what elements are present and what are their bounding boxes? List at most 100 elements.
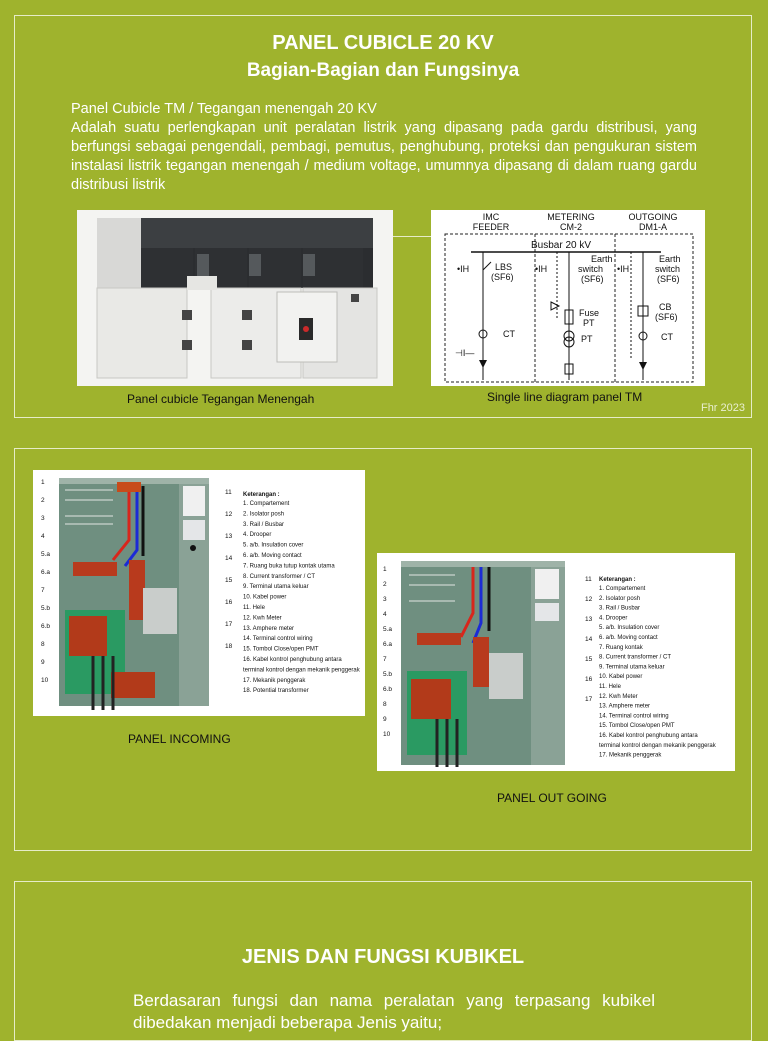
out-legend-item: 12. Kwh Meter xyxy=(599,694,638,700)
inc-right-callout: 15 xyxy=(225,577,233,584)
out-left-callout: 3 xyxy=(383,596,387,603)
out-legend-item: 5. a/b. Insulation cover xyxy=(599,625,659,631)
intro-text: Panel Cubicle TM / Tegangan menengah 20 … xyxy=(71,100,697,195)
svg-text:•IH: •IH xyxy=(617,264,629,274)
out-legend-item: 11. Hele xyxy=(599,684,622,690)
out-legend-item: 14. Terminal control wiring xyxy=(599,713,669,719)
inc-legend-item: 12. Kwh Meter xyxy=(243,615,282,621)
inc-right-callout: 16 xyxy=(225,599,233,606)
sld-col3-label: OUTGOING xyxy=(629,212,678,222)
out-legend-item: 13. Amphere meter xyxy=(599,704,650,710)
sld-lbs: LBS xyxy=(495,262,512,272)
inc-legend-title: Keterangan : xyxy=(243,492,280,498)
photo-caption: Panel cubicle Tegangan Menengah xyxy=(127,392,315,406)
out-left-callout: 6.b xyxy=(383,686,392,693)
inc-legend-item: terminal kontrol dengan mekanik penggera… xyxy=(243,667,361,673)
inc-left-callout: 9 xyxy=(41,659,45,666)
slide3-paragraph: Berdasaran fungsi dan nama peralatan yan… xyxy=(133,991,655,1032)
inc-left-callout: 10 xyxy=(41,677,49,684)
inc-legend-item: 4. Drooper xyxy=(243,532,271,538)
sld-col1-sub: FEEDER xyxy=(473,222,510,232)
inc-right-callout: 18 xyxy=(225,643,233,650)
out-left-callout: 9 xyxy=(383,716,387,723)
inc-right-callout: 17 xyxy=(225,621,233,628)
inc-right-callout: 13 xyxy=(225,533,233,540)
out-legend-item: 10. Kabel power xyxy=(599,674,642,680)
slide-panel-cubicle: PANEL CUBICLE 20 KV Bagian-Bagian dan Fu… xyxy=(14,15,752,418)
out-left-callout: 4 xyxy=(383,611,387,618)
out-right-callout: 16 xyxy=(585,676,593,683)
out-right-callout: 17 xyxy=(585,696,593,703)
sld-earth2-b: switch xyxy=(655,264,680,274)
sld-ct2: CT xyxy=(661,332,673,342)
svg-text:•IH: •IH xyxy=(535,264,547,274)
inc-legend-item: 16. Kabel kontrol penghubung antara xyxy=(243,657,342,663)
out-legend-item: 1. Compartement xyxy=(599,586,646,592)
sld-fuse-sub: PT xyxy=(583,318,595,328)
svg-text:•IH: •IH xyxy=(457,264,469,274)
inc-legend-item: 18. Potential transformer xyxy=(243,688,309,694)
out-legend-item: 16. Kabel kontrol penghubung antara xyxy=(599,733,698,739)
caption-incoming: PANEL INCOMING xyxy=(128,732,231,746)
out-left-callout: 10 xyxy=(383,731,391,738)
sld-earth2-a: Earth xyxy=(659,254,681,264)
out-legend-item: 9. Terminal utama keluar xyxy=(599,664,665,670)
out-right-callout: 12 xyxy=(585,596,593,603)
inc-legend-item: 6. a/b. Moving contact xyxy=(243,553,302,559)
cubicle-photo xyxy=(77,210,393,386)
sld-lbs-sub: (SF6) xyxy=(491,272,514,282)
out-legend-item: terminal kontrol dengan mekanik penggera… xyxy=(599,743,717,749)
out-left-callout: 5.a xyxy=(383,626,392,633)
slide-jenis-kubikel: JENIS DAN FUNGSI KUBIKEL Berdasaran fung… xyxy=(14,881,752,1041)
sld-cb-sub: (SF6) xyxy=(655,312,678,322)
sld-earth1-b: switch xyxy=(578,264,603,274)
out-right-callout: 14 xyxy=(585,636,593,643)
sld-fuse: Fuse xyxy=(579,308,599,318)
inc-legend-item: 13. Amphere meter xyxy=(243,626,294,632)
inc-right-callout: 14 xyxy=(225,555,233,562)
sld-cb: CB xyxy=(659,302,672,312)
inc-legend-item: 15. Tombol Close/open PMT xyxy=(243,647,319,653)
out-legend-item: 6. a/b. Moving contact xyxy=(599,635,658,641)
inc-legend-item: 17. Mekanik penggerak xyxy=(243,678,306,684)
inc-left-callout: 5.a xyxy=(41,551,50,558)
out-legend-item: 8. Current transformer / CT xyxy=(599,655,671,661)
out-left-callout: 7 xyxy=(383,656,387,663)
inc-legend-item: 5. a/b. Insulation cover xyxy=(243,543,303,549)
inc-legend-item: 3. Rail / Busbar xyxy=(243,522,284,528)
out-right-callout: 11 xyxy=(585,576,592,583)
inc-legend-item: 8. Current transformer / CT xyxy=(243,574,315,580)
out-left-callout: 6.a xyxy=(383,641,392,648)
out-left-callout: 2 xyxy=(383,581,387,588)
inc-legend-item: 10. Kabel power xyxy=(243,595,286,601)
out-left-callout: 8 xyxy=(383,701,387,708)
slide-title: PANEL CUBICLE 20 KV xyxy=(272,32,494,54)
out-left-callout: 1 xyxy=(383,566,387,573)
inc-left-callout: 4 xyxy=(41,533,45,540)
inc-right-callout: 11 xyxy=(225,489,232,496)
inc-left-callout: 6.a xyxy=(41,569,50,576)
out-legend-item: 15. Tombol Close/open PMT xyxy=(599,723,675,729)
intro-paragraph: Adalah suatu perlengkapan unit peralatan… xyxy=(71,120,697,193)
sld-col2-label: METERING xyxy=(547,212,595,222)
diagram-caption: Single line diagram panel TM xyxy=(487,390,643,404)
sld-ct1: CT xyxy=(503,329,515,339)
inc-legend-item: 2. Isolator posh xyxy=(243,511,284,517)
sld-pt: PT xyxy=(581,334,593,344)
out-legend-item: 7. Ruang kontak xyxy=(599,645,644,651)
inc-legend-item: 14. Terminal control wiring xyxy=(243,636,313,642)
inc-legend-item: 9. Terminal utama keluar xyxy=(243,584,309,590)
sld-earth2-c: (SF6) xyxy=(657,274,680,284)
inc-left-callout: 1 xyxy=(41,479,45,486)
inc-legend-item: 7. Ruang buka tutup kontak utama xyxy=(243,563,335,569)
out-right-callout: 15 xyxy=(585,656,593,663)
inc-legend-item: 1. Compartement xyxy=(243,501,290,507)
inc-left-callout: 2 xyxy=(41,497,45,504)
out-legend-item: 17. Mekanik penggerak xyxy=(599,753,662,759)
footer-credit: Fhr 2023 xyxy=(700,402,745,414)
inc-legend-item: 11. Hele xyxy=(243,605,266,611)
single-line-diagram: IMC FEEDER METERING CM-2 OUTGOING DM1-A … xyxy=(431,210,705,386)
